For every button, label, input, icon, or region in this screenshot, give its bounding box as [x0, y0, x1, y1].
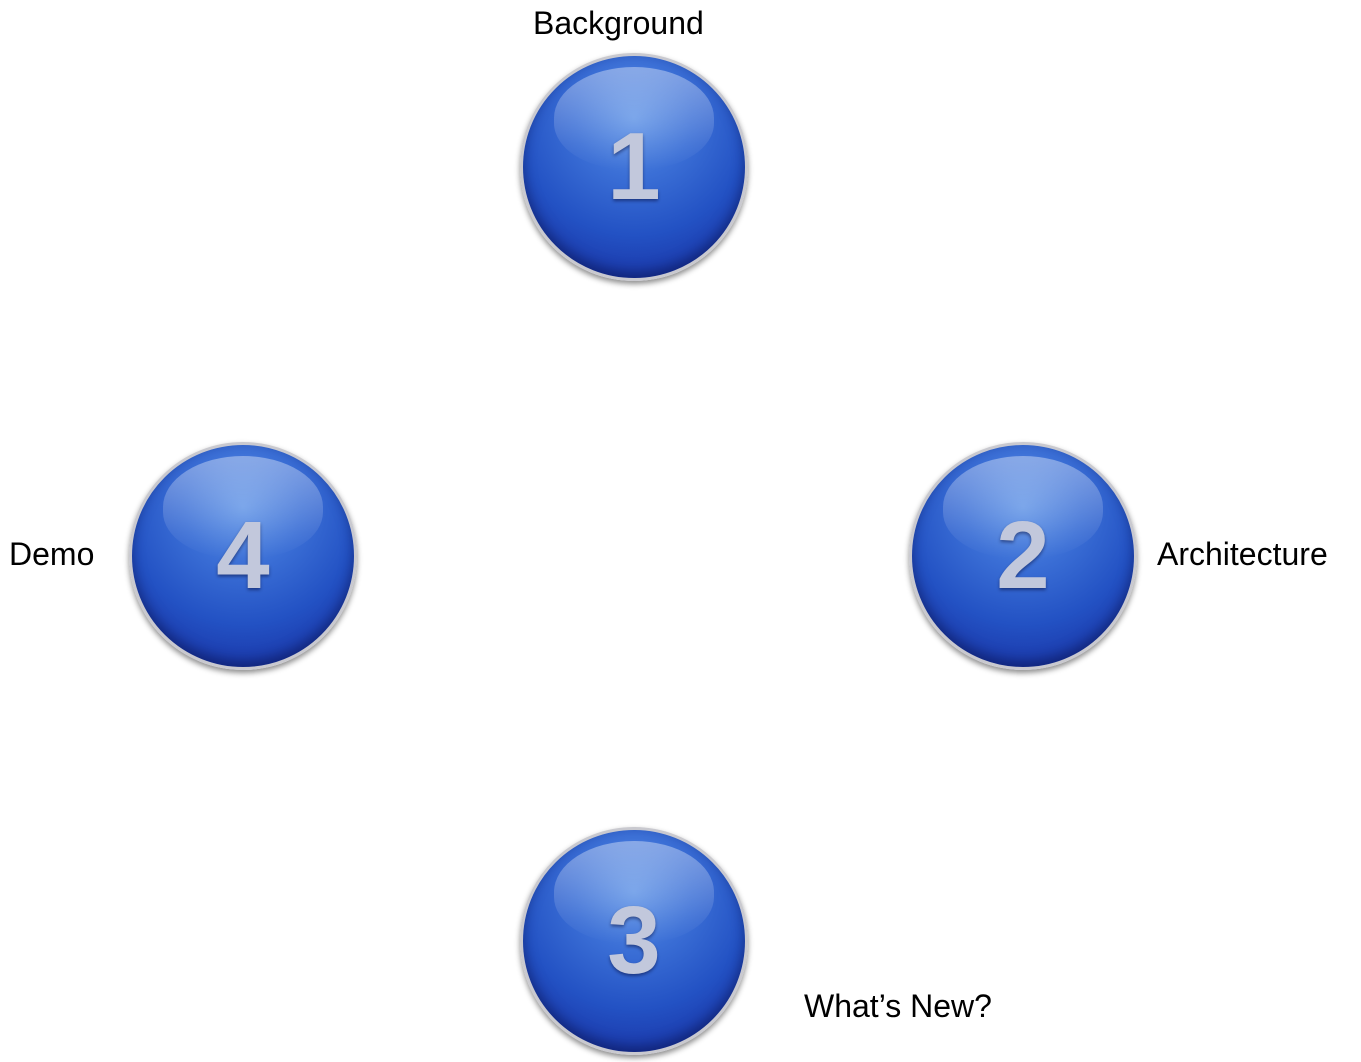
step-4-label: Demo [9, 536, 95, 572]
step-4-circle[interactable]: 4 [129, 442, 357, 670]
step-3-number: 3 [607, 887, 661, 994]
step-1-number: 1 [607, 113, 661, 220]
step-4-number: 4 [216, 502, 270, 609]
step-1-label: Background [533, 5, 704, 41]
step-2-number: 2 [996, 502, 1050, 609]
step-3-circle[interactable]: 3 [520, 827, 748, 1055]
step-1-circle[interactable]: 1 [520, 53, 748, 281]
step-2-circle[interactable]: 2 [909, 442, 1137, 670]
step-2-label: Architecture [1157, 536, 1328, 572]
step-3-label: What’s New? [804, 988, 992, 1024]
